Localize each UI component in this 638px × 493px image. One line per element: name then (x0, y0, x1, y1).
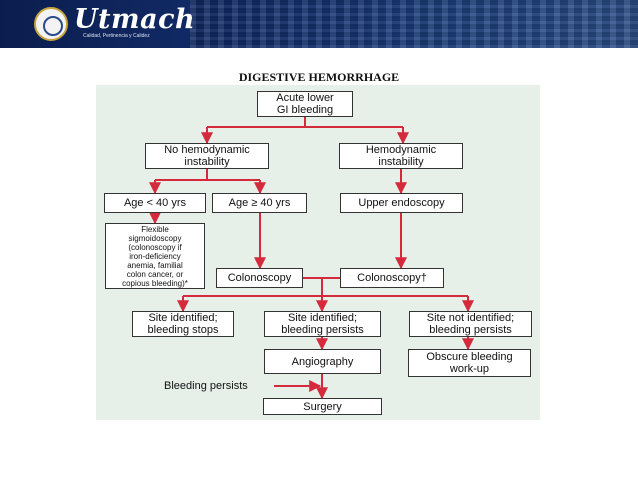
node-angiography: Angiography (264, 349, 381, 374)
node-obscure-bleeding-workup: Obscure bleeding work-up (408, 349, 531, 377)
node-site-identified-bleeding-persists: Site identified; bleeding persists (264, 311, 381, 337)
node-colonoscopy-left: Colonoscopy (216, 268, 303, 288)
node-flexible-sigmoidoscopy: Flexible sigmoidoscopy (colonoscopy if i… (105, 223, 205, 289)
node-no-hemodynamic-instability: No hemodynamic instability (145, 143, 269, 169)
header-banner: Utmach Calidad, Pertinencia y Calidez (0, 0, 638, 48)
slide-title: DIGESTIVE HEMORRHAGE (238, 70, 400, 84)
brand-tagline: Calidad, Pertinencia y Calidez (83, 33, 150, 39)
node-site-identified-bleeding-stops: Site identified; bleeding stops (132, 311, 234, 337)
node-upper-endoscopy: Upper endoscopy (340, 193, 463, 213)
node-site-not-identified: Site not identified; bleeding persists (409, 311, 532, 337)
node-acute-lower-gi-bleeding: Acute lower GI bleeding (257, 91, 353, 117)
node-colonoscopy-right: Colonoscopy† (340, 268, 444, 288)
banner-building-texture (190, 0, 638, 48)
node-age-under-40: Age < 40 yrs (104, 193, 206, 213)
node-age-40-or-over: Age ≥ 40 yrs (212, 193, 307, 213)
brand-logo-text: Utmach (74, 4, 196, 35)
label-bleeding-persists: Bleeding persists (164, 380, 248, 392)
node-hemodynamic-instability: Hemodynamic instability (339, 143, 463, 169)
university-seal-icon (34, 7, 68, 41)
node-surgery: Surgery (263, 398, 382, 415)
banner-building-image (190, 0, 638, 48)
